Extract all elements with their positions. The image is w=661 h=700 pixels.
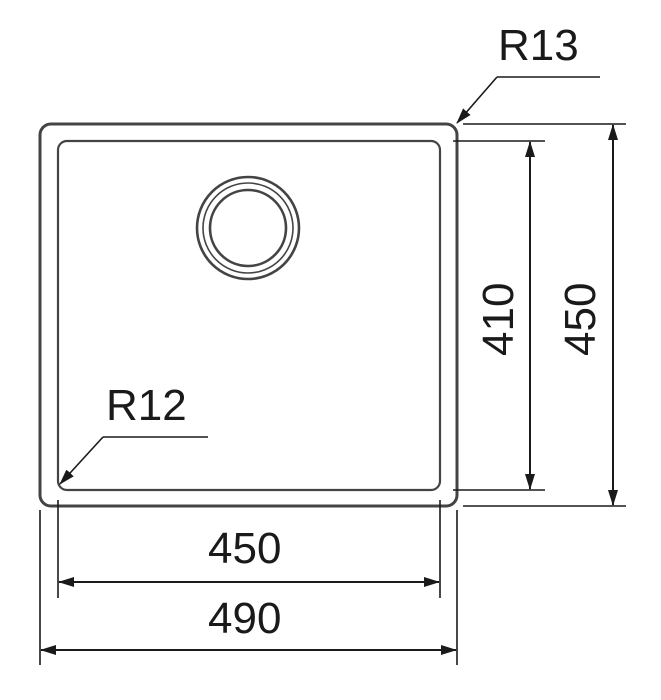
inner-radius-label: R12 — [106, 381, 187, 430]
outer-width-label: 490 — [208, 594, 281, 643]
inner-height-label: 410 — [474, 283, 523, 356]
sink-outer-outline — [38, 122, 459, 508]
drain-icon — [195, 175, 301, 281]
outer-height-label: 450 — [556, 283, 605, 356]
sink-inner-bowl — [56, 139, 442, 492]
outer-height-dimension — [463, 123, 626, 507]
outer-width-dimension — [39, 510, 458, 665]
inner-radius-callout — [59, 436, 208, 485]
inner-width-dimension — [57, 500, 441, 598]
outer-radius-label: R13 — [498, 21, 579, 70]
outer-radius-callout — [456, 76, 600, 124]
inner-height-dimension — [453, 140, 545, 491]
inner-width-label: 450 — [208, 524, 281, 573]
